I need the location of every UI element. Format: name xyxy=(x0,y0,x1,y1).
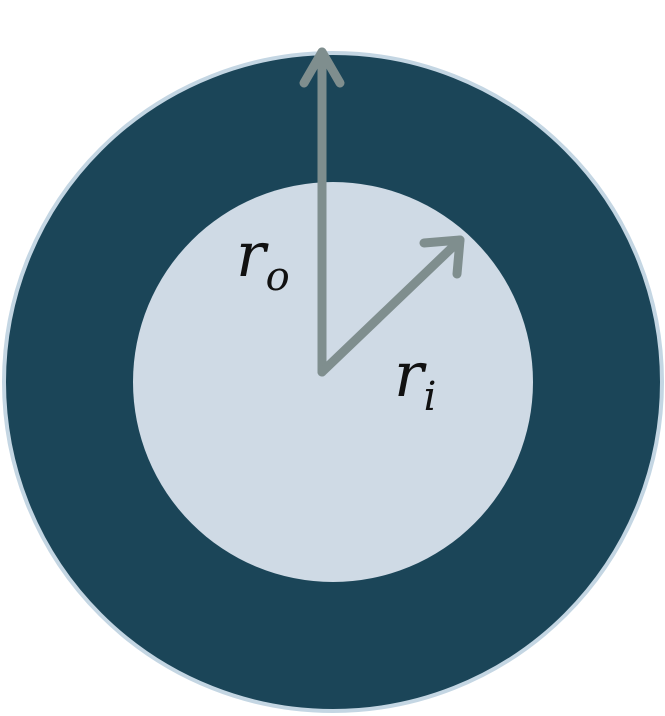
outer-radius-arrow xyxy=(299,47,345,377)
outer-radius-label-subscript: o xyxy=(266,254,290,300)
inner-radius-label-main: r xyxy=(394,338,427,411)
inner-disk xyxy=(133,182,533,582)
inner-radius-arrow-head xyxy=(419,235,465,279)
outer-radius-label-main: r xyxy=(236,218,269,291)
inner-radius-label: ri xyxy=(394,338,436,420)
inner-radius-arrow-shaft xyxy=(317,235,465,377)
inner-radius-label-subscript: i xyxy=(424,374,437,420)
inner-radius-arrow xyxy=(317,235,465,377)
outer-radius-label: ro xyxy=(236,218,290,300)
outer-radius-arrow-head xyxy=(299,47,345,88)
